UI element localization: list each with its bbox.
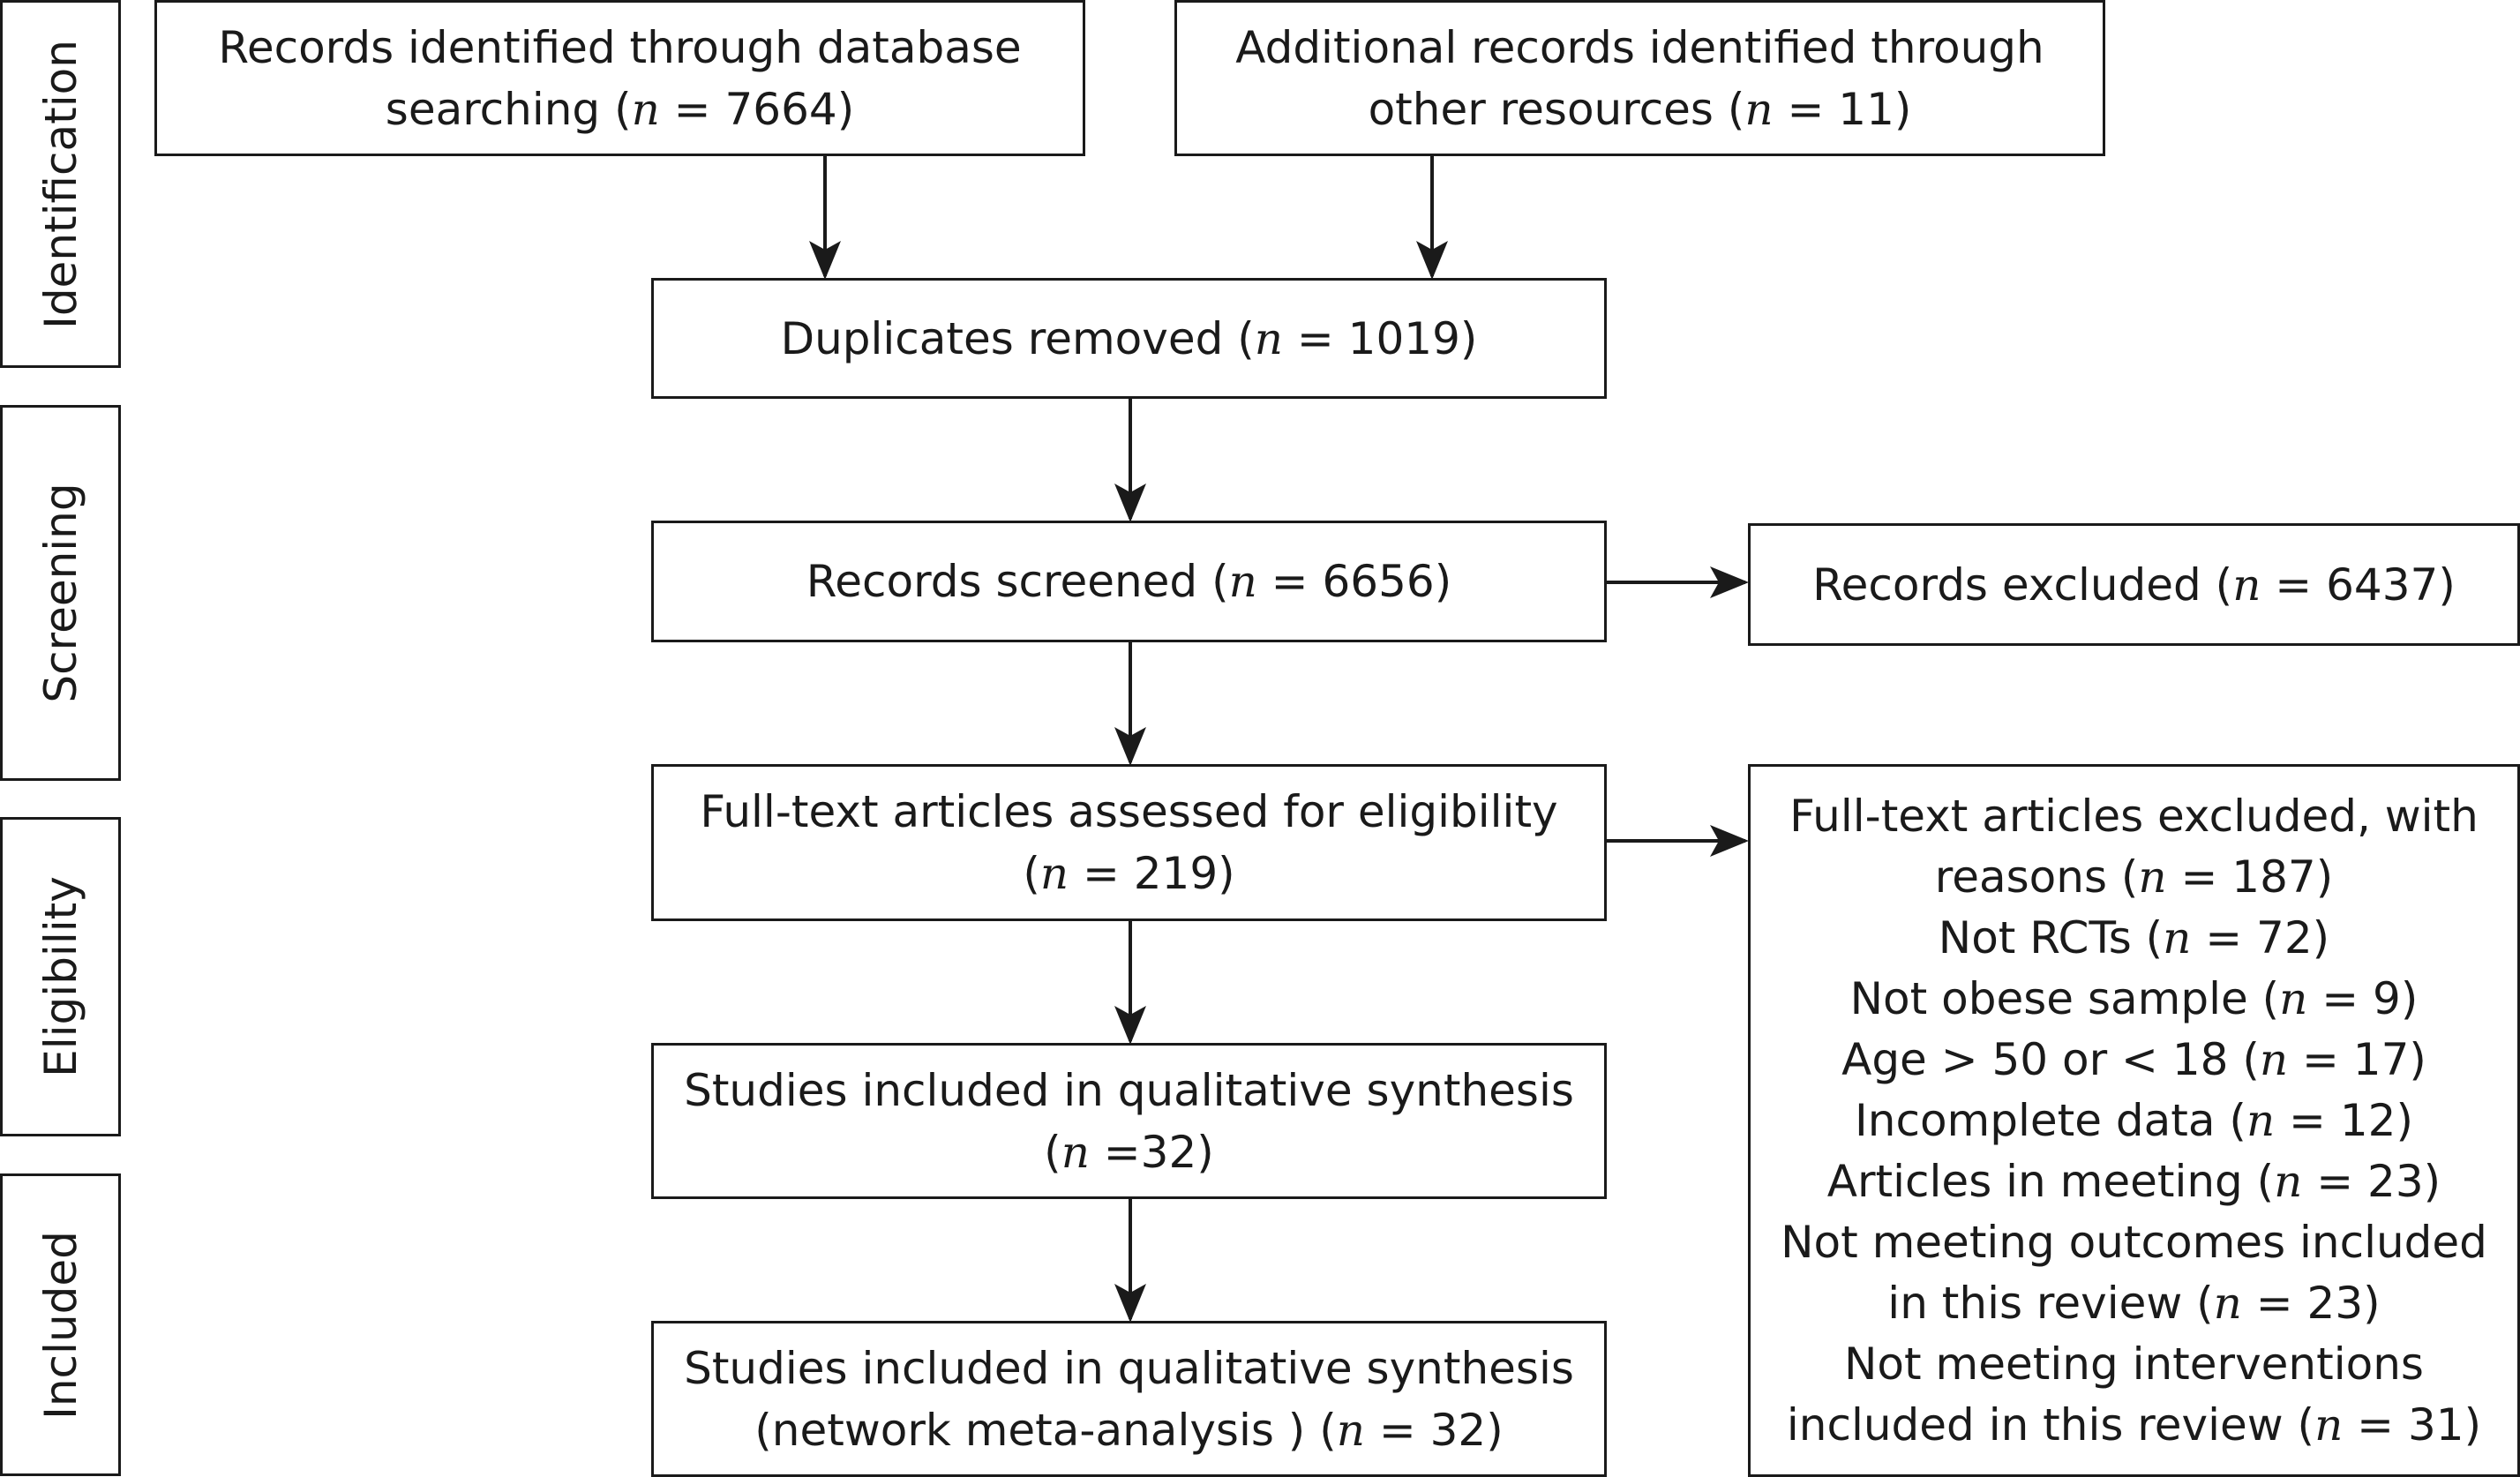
box-database-search: Records identified through database sear… xyxy=(154,0,1085,156)
reason-outcomes-prefix: in this review ( xyxy=(1887,1277,2214,1329)
screened-line: Records screened (n = 6656) xyxy=(806,551,1451,612)
box-fulltext-excluded: Full-text articles excluded, with reason… xyxy=(1748,764,2520,1477)
qualitative-n-symbol: n xyxy=(1061,1126,1090,1178)
excluded-n-symbol: n xyxy=(2232,559,2261,611)
fulltext-excluded-title-suffix: = 187) xyxy=(2166,851,2334,903)
stage-screening-label: Screening xyxy=(34,483,86,703)
reason-not-obese: Not obese sample (n = 9) xyxy=(1850,969,2419,1030)
excluded-prefix: Records excluded ( xyxy=(1812,559,2233,611)
duplicates-line: Duplicates removed (n = 1019) xyxy=(781,308,1478,370)
qualitative-line2: (n =32) xyxy=(1044,1121,1214,1183)
excluded-line: Records excluded (n = 6437) xyxy=(1812,554,2456,616)
network-n-symbol: n xyxy=(1336,1404,1365,1456)
fulltext-excluded-n-symbol: n xyxy=(2138,851,2167,903)
reason-not-rcts-prefix: Not RCTs ( xyxy=(1938,911,2164,963)
fulltext-line2-suffix: = 219) xyxy=(1069,848,1235,899)
qualitative-line2-prefix: ( xyxy=(1044,1126,1061,1178)
db-search-line2-prefix: searching ( xyxy=(385,83,632,135)
db-search-line2: searching (n = 7664) xyxy=(386,79,854,140)
other-sources-line2-suffix: = 11) xyxy=(1773,83,1912,135)
reason-incomplete-suffix: = 12) xyxy=(2275,1094,2413,1146)
reason-interventions-line1: Not meeting interventions xyxy=(1844,1338,2424,1390)
db-search-n-symbol: n xyxy=(631,83,660,135)
stage-included: Included xyxy=(0,1173,121,1476)
reason-not-obese-suffix: = 9) xyxy=(2307,972,2419,1024)
stage-eligibility: Eligibility xyxy=(0,817,121,1136)
box-qualitative-synthesis: Studies included in qualitative synthesi… xyxy=(651,1043,1607,1199)
fulltext-excluded-title-prefix: reasons ( xyxy=(1934,851,2139,903)
box-records-screened: Records screened (n = 6656) xyxy=(651,521,1607,642)
reason-incomplete-data: Incomplete data (n = 12) xyxy=(1855,1091,2413,1151)
stage-identification-label: Identification xyxy=(34,39,86,329)
box-fulltext-assessed: Full-text articles assessed for eligibil… xyxy=(651,764,1607,921)
other-sources-line2-prefix: other resources ( xyxy=(1368,83,1745,135)
box-records-excluded: Records excluded (n = 6437) xyxy=(1748,523,2520,646)
reason-incomplete-prefix: Incomplete data ( xyxy=(1855,1094,2246,1146)
duplicates-suffix: = 1019) xyxy=(1282,312,1478,364)
reason-outcomes-suffix: = 23) xyxy=(2241,1277,2381,1329)
fulltext-line2-prefix: ( xyxy=(1023,848,1040,899)
network-line2-prefix: (network meta-analysis ) ( xyxy=(754,1404,1337,1456)
other-sources-line1: Additional records identified through xyxy=(1235,21,2044,73)
reason-meeting-prefix: Articles in meeting ( xyxy=(1826,1155,2275,1207)
screened-n-symbol: n xyxy=(1228,556,1257,607)
network-line2: (network meta-analysis ) (n = 32) xyxy=(754,1399,1503,1461)
reason-not-rcts: Not RCTs (n = 72) xyxy=(1939,908,2329,969)
reason-meeting-suffix: = 23) xyxy=(2302,1155,2441,1207)
db-search-line2-suffix: = 7664) xyxy=(659,83,855,135)
reason-not-rcts-n: n xyxy=(2163,911,2192,963)
reason-not-obese-prefix: Not obese sample ( xyxy=(1849,972,2280,1024)
reason-interventions-line2: included in this review (n = 31) xyxy=(1787,1395,2481,1456)
reason-meeting-n: n xyxy=(2274,1155,2303,1207)
reason-outcomes-line1: Not meeting outcomes included xyxy=(1781,1216,2487,1268)
db-search-line1: Records identified through database xyxy=(218,21,1022,73)
fulltext-n-symbol: n xyxy=(1039,848,1069,899)
reason-articles-in-meeting: Articles in meeting (n = 23) xyxy=(1827,1151,2441,1212)
other-sources-n-symbol: n xyxy=(1744,83,1774,135)
stage-eligibility-label: Eligibility xyxy=(34,876,86,1077)
reason-not-rcts-suffix: = 72) xyxy=(2191,911,2330,963)
reason-interventions-suffix: = 31) xyxy=(2343,1398,2482,1451)
reason-age: Age > 50 or < 18 (n = 17) xyxy=(1841,1030,2426,1091)
reason-outcomes-line2: in this review (n = 23) xyxy=(1887,1273,2380,1334)
reason-outcomes-n: n xyxy=(2213,1277,2242,1329)
network-line1: Studies included in qualitative synthesi… xyxy=(684,1342,1574,1394)
stage-identification: Identification xyxy=(0,0,121,368)
screened-prefix: Records screened ( xyxy=(806,556,1229,607)
other-sources-line2: other resources (n = 11) xyxy=(1369,79,1912,140)
reason-interventions-prefix: included in this review ( xyxy=(1786,1398,2315,1451)
reason-incomplete-n: n xyxy=(2246,1094,2276,1146)
network-line2-suffix: = 32) xyxy=(1364,1404,1504,1456)
reason-age-suffix: = 17) xyxy=(2288,1033,2426,1085)
box-other-sources: Additional records identified through ot… xyxy=(1174,0,2105,156)
box-duplicates-removed: Duplicates removed (n = 1019) xyxy=(651,278,1607,399)
fulltext-line2: (n = 219) xyxy=(1023,843,1234,904)
fulltext-line1: Full-text articles assessed for eligibil… xyxy=(700,786,1558,837)
reason-age-prefix: Age > 50 or < 18 ( xyxy=(1841,1033,2260,1085)
qualitative-line2-suffix: =32) xyxy=(1089,1126,1214,1178)
excluded-suffix: = 6437) xyxy=(2261,559,2456,611)
duplicates-n-symbol: n xyxy=(1254,312,1283,364)
fulltext-excluded-title-line2: reasons (n = 187) xyxy=(1935,847,2333,908)
stage-screening: Screening xyxy=(0,405,121,781)
box-network-meta-analysis: Studies included in qualitative synthesi… xyxy=(651,1321,1607,1477)
reason-not-obese-n: n xyxy=(2279,972,2308,1024)
stage-included-label: Included xyxy=(34,1230,86,1420)
fulltext-excluded-title-line1: Full-text articles excluded, with xyxy=(1789,790,2479,842)
reason-interventions-n: n xyxy=(2314,1398,2344,1451)
qualitative-line1: Studies included in qualitative synthesi… xyxy=(684,1064,1574,1116)
screened-suffix: = 6656) xyxy=(1256,556,1452,607)
reason-age-n: n xyxy=(2259,1033,2289,1085)
duplicates-prefix: Duplicates removed ( xyxy=(780,312,1255,364)
